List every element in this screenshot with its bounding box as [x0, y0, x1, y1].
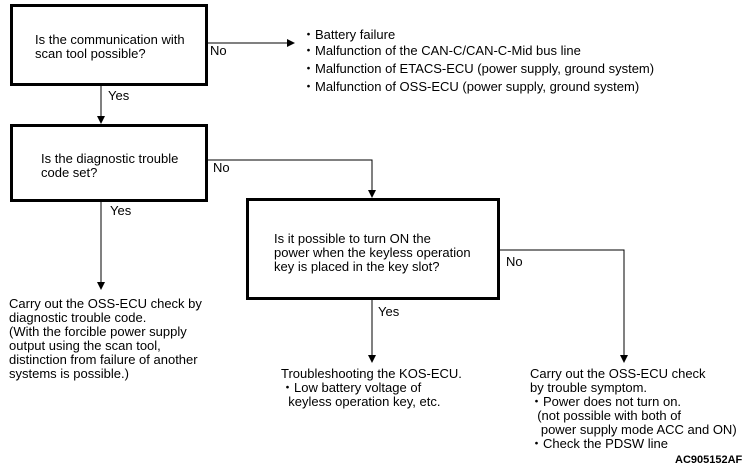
- question-3-line-1: Is it possible to turn ON the: [274, 231, 431, 246]
- question-3-line-2: power when the keyless operation: [274, 245, 471, 260]
- q3-no-label: No: [506, 254, 523, 269]
- dtc-check-line-6: systems is possible.): [9, 366, 129, 381]
- dtc-check-line-3: (With the forcible power supply: [9, 324, 187, 339]
- dtc-check-line-4: output using the scan tool,: [9, 338, 161, 353]
- symptom-check-line-1: Carry out the OSS-ECU check: [530, 366, 706, 381]
- q2-yes-label: Yes: [110, 203, 132, 218]
- symptom-check-line-4: (not possible with both of: [530, 408, 682, 423]
- q1-yes-label: Yes: [108, 88, 130, 103]
- dtc-check-line-1: Carry out the OSS-ECU check by: [9, 296, 202, 311]
- comm-failure-item-1: ・Battery failure: [302, 27, 396, 42]
- comm-failure-item-3: ・Malfunction of ETACS-ECU (power supply,…: [302, 61, 655, 76]
- kos-ecu-line-3: keyless operation key, etc.: [281, 394, 441, 409]
- kos-ecu-line-1: Troubleshooting the KOS-ECU.: [281, 366, 462, 381]
- symptom-check-line-3: ・Power does not turn on.: [530, 394, 682, 409]
- question-2-line-1: Is the diagnostic trouble: [41, 151, 179, 166]
- q2-no-arrow: [208, 159, 376, 198]
- question-3-line-3: key is placed in the key slot?: [274, 259, 440, 274]
- q1-no-label: No: [210, 43, 227, 58]
- symptom-check-line-2: by trouble symptom.: [530, 380, 648, 395]
- comm-failure-item-4: ・Malfunction of OSS-ECU (power supply, g…: [302, 79, 640, 94]
- question-box-2: [10, 124, 208, 202]
- kos-ecu-line-2: ・Low battery voltage of: [281, 380, 422, 395]
- q3-no-arrow: [499, 249, 628, 363]
- symptom-check-line-5: power supply mode ACC and ON): [530, 422, 737, 437]
- q2-no-label: No: [213, 160, 230, 175]
- dtc-check-line-2: diagnostic trouble code.: [9, 310, 147, 325]
- q3-yes-label: Yes: [378, 304, 400, 319]
- figure-code: AC905152AF: [675, 454, 743, 466]
- question-box-1: [10, 4, 208, 86]
- question-box-3: [246, 198, 500, 300]
- question-2-line-2: code set?: [41, 165, 98, 180]
- question-1-line-1: Is the communication with: [35, 32, 185, 47]
- symptom-check-line-6: ・Check the PDSW line: [530, 436, 668, 451]
- comm-failure-item-2: ・Malfunction of the CAN-C/CAN-C-Mid bus …: [302, 43, 581, 58]
- question-1-line-2: scan tool possible?: [35, 46, 146, 61]
- dtc-check-line-5: distinction from failure of another: [9, 352, 198, 367]
